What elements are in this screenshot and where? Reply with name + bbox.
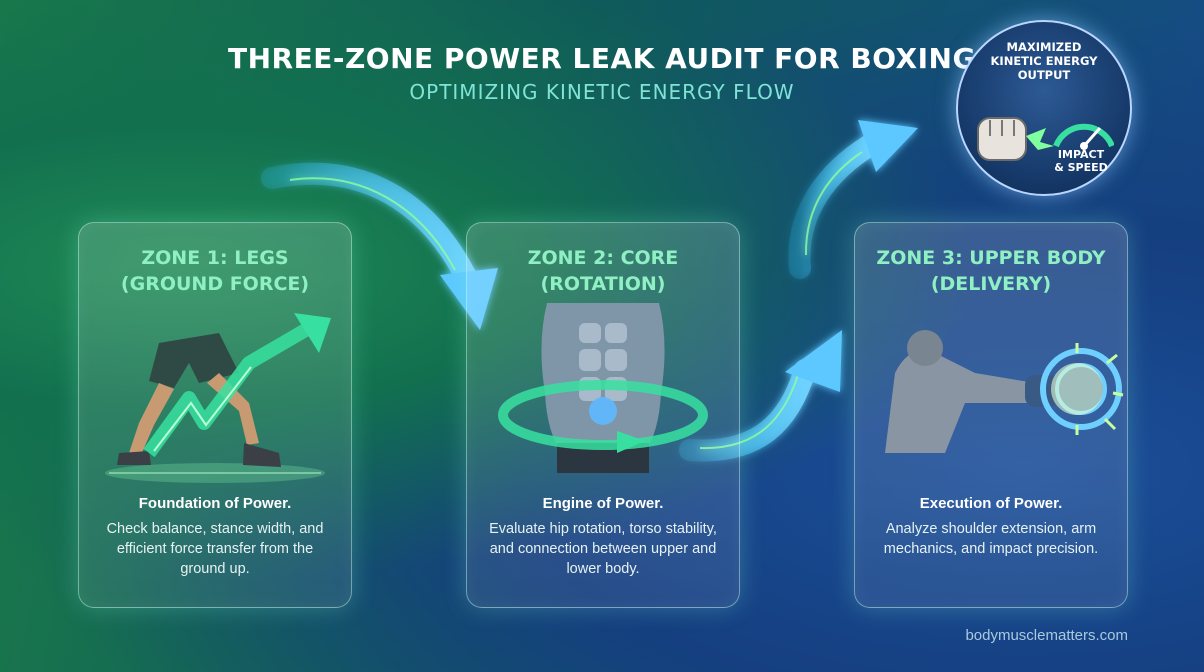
- zone-card-legs: ZONE 1: LEGS (GROUND FORCE) Foundation o…: [78, 222, 352, 608]
- legs-force-arrow-icon: [105, 313, 331, 483]
- source-watermark: bodymusclematters.com: [965, 627, 1128, 644]
- zone-description: Check balance, stance width, and efficie…: [106, 521, 324, 577]
- zone-heading: Foundation of Power.: [138, 495, 292, 512]
- badge-title: MAXIMIZED KINETIC ENERGY OUTPUT: [990, 40, 1098, 82]
- zone-title: ZONE 1: LEGS (GROUND FORCE): [120, 247, 310, 295]
- output-badge: MAXIMIZED KINETIC ENERGY OUTPUT IMPACT &…: [956, 20, 1132, 196]
- zone-card-core: ZONE 2: CORE (ROTATION) Engine of Power.…: [466, 222, 740, 608]
- badge-subtitle: IMPACT & SPEED: [1054, 148, 1108, 174]
- zone-card-upper-body: ZONE 3: UPPER BODY (DELIVERY) Execution …: [854, 222, 1128, 608]
- zone-title: ZONE 2: CORE (ROTATION): [527, 247, 679, 295]
- flow-arrow-upper-to-output: [788, 120, 918, 279]
- boxer-punch-icon: [885, 330, 1124, 453]
- zone-description: Analyze shoulder extension, arm mechanic…: [883, 521, 1099, 557]
- core-rotation-icon: [498, 303, 708, 473]
- badge-icons: [977, 117, 1114, 161]
- speed-gauge-icon: [1053, 123, 1114, 150]
- page-title: THREE-ZONE POWER LEAK AUDIT FOR BOXING: [228, 42, 976, 75]
- zone-heading: Engine of Power.: [542, 495, 664, 512]
- zone-heading: Execution of Power.: [919, 495, 1063, 512]
- page-subtitle: OPTIMIZING KINETIC ENERGY FLOW: [409, 80, 795, 104]
- fist-icon: [977, 117, 1054, 161]
- flow-arrow-legs-to-core: [261, 162, 498, 330]
- flow-arrow-core-to-upper: [679, 330, 842, 462]
- zone-title: ZONE 3: UPPER BODY (DELIVERY): [876, 247, 1106, 295]
- zone-description: Evaluate hip rotation, torso stability, …: [489, 521, 717, 577]
